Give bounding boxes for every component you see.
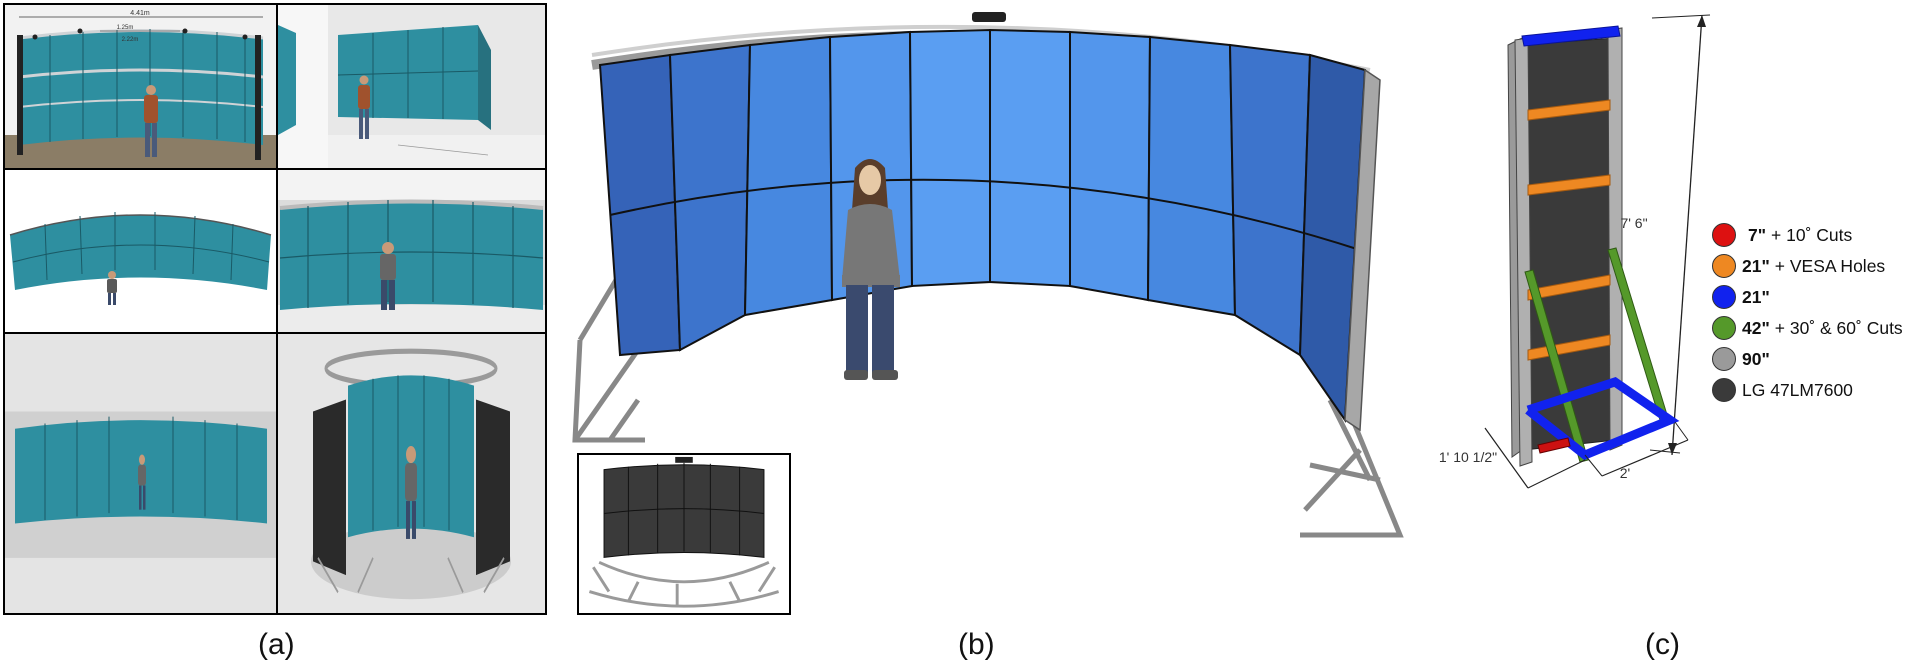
inside-view-drawing xyxy=(278,170,545,332)
inset-drawing xyxy=(579,455,789,613)
divider-column xyxy=(276,5,278,613)
caption-b: (b) xyxy=(958,628,995,661)
side-view-drawing xyxy=(278,5,545,168)
person-woman xyxy=(842,159,900,380)
cylinder-drawing xyxy=(278,334,545,613)
legend-item-display: LG 47LM7600 xyxy=(1712,375,1926,405)
legend-item-21in-vesa: 21" + VESA Holes xyxy=(1712,251,1926,281)
divider-row-2 xyxy=(5,332,545,334)
view-front-dimensions: 4.41m 1.25m 2.22m xyxy=(5,5,276,168)
dim-height-label: 7' 6" xyxy=(1620,215,1647,231)
dim-height-line xyxy=(1671,14,1703,456)
curved-top-drawing xyxy=(5,170,276,332)
person-figure-inside xyxy=(380,242,396,310)
view-side-perspective xyxy=(278,5,545,168)
dim-width-mid: 1.25m xyxy=(117,25,134,31)
person-figure-room xyxy=(138,454,146,510)
dim-width-inner: 2.22m xyxy=(122,37,139,43)
view-cylinder-doors xyxy=(278,334,545,613)
front-view-drawing: 4.41m 1.25m 2.22m xyxy=(5,5,276,168)
legend-item-90in: 90" xyxy=(1712,344,1926,374)
person-figure-side xyxy=(358,75,370,139)
legend-item-21in: 21" xyxy=(1712,282,1926,312)
person-figure-cylinder xyxy=(405,445,417,539)
panel-c-module-diagram: 7' 6" 1' 10 1/2" 2' xyxy=(1439,14,1711,489)
green-swatch-icon xyxy=(1712,316,1736,340)
view-curved-top xyxy=(5,170,276,332)
panel-b-display-wall xyxy=(572,12,1404,538)
panel-b-inset-back-view xyxy=(577,453,791,615)
dim-depth-line xyxy=(1484,427,1529,489)
top-blue-bar xyxy=(1521,25,1621,47)
red-swatch-icon xyxy=(1712,223,1736,247)
person-figure-top xyxy=(107,271,117,305)
dim-width-line xyxy=(1601,439,1689,477)
panel-a-grid: 4.41m 1.25m 2.22m xyxy=(3,3,547,615)
left-door xyxy=(313,399,346,576)
red-cut-piece xyxy=(1537,437,1571,454)
divider-row-1 xyxy=(5,168,545,170)
dim-depth-label: 1' 10 1/2" xyxy=(1439,449,1497,465)
blue-swatch-icon xyxy=(1712,285,1736,309)
black-swatch-icon xyxy=(1712,378,1736,402)
blue-display-panels xyxy=(598,28,1367,423)
caption-a: (a) xyxy=(258,628,295,661)
person-figure xyxy=(144,85,158,157)
right-door xyxy=(476,399,510,576)
camera-sensor xyxy=(972,12,1006,22)
dim-width-label: 2' xyxy=(1620,465,1630,481)
room-front-drawing xyxy=(5,334,276,613)
dim-width-total: 4.41m xyxy=(130,10,150,17)
orange-swatch-icon xyxy=(1712,254,1736,278)
material-legend: 7" + 10˚ Cuts 21" + VESA Holes 21" 42" +… xyxy=(1712,220,1926,406)
view-inside xyxy=(278,170,545,332)
view-room-front xyxy=(5,334,276,613)
gray-swatch-icon xyxy=(1712,347,1736,371)
caption-c: (c) xyxy=(1645,628,1680,661)
legend-item-42in: 42" + 30˚ & 60˚ Cuts xyxy=(1712,313,1926,343)
legend-item-7in: 7" + 10˚ Cuts xyxy=(1712,220,1926,250)
